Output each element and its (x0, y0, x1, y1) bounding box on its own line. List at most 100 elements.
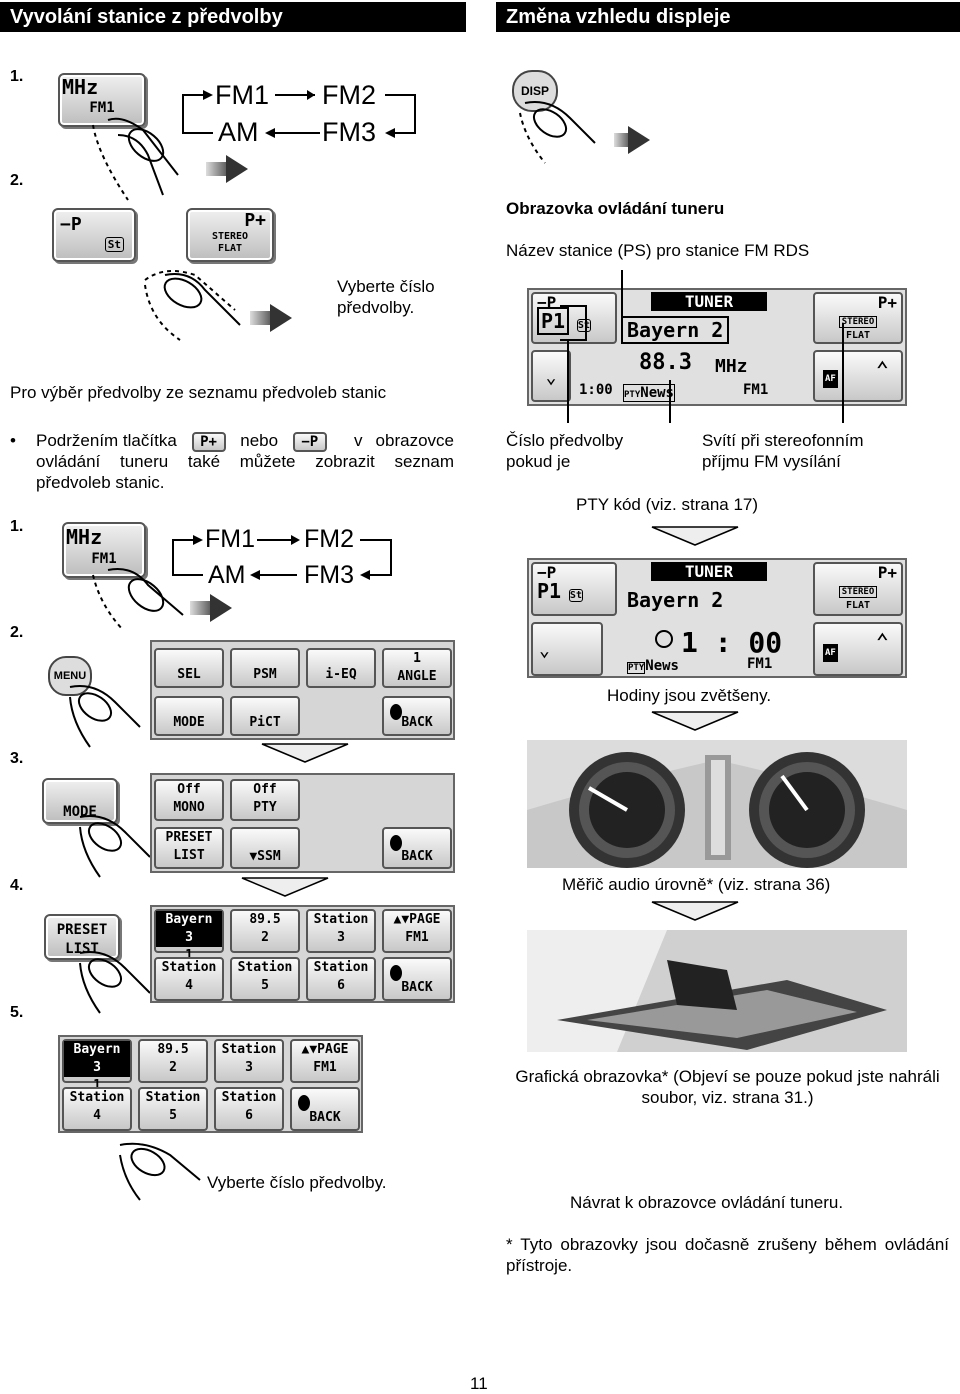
disp-button[interactable]: DISP (512, 70, 558, 112)
finger-press-icon-4 (69, 685, 141, 748)
up-down-icon: ▲▼ (301, 1042, 318, 1057)
meter-label: Měřič audio úrovně* (viz. strana 36) (562, 875, 831, 894)
triangle-down-icon: ▼ (249, 849, 258, 864)
cycle-fm3: FM3 (322, 117, 376, 147)
step-arrow-head (210, 594, 232, 622)
seek-down-key[interactable]: ⌄ (531, 350, 571, 402)
minus-p-key[interactable]: −P P1 St (531, 292, 617, 344)
select-preset-note: Vyberte číslo předvolby. (337, 277, 435, 317)
step-arrow (190, 601, 212, 615)
preset-number-label: Číslo předvolby pokud je (506, 431, 624, 471)
plus-p-button[interactable]: P+ STEREO FLAT (186, 208, 274, 262)
back-button-list[interactable]: BACK (382, 957, 452, 1001)
seek-up-key[interactable]: AF ⌃ (813, 350, 903, 402)
down-arrow (651, 711, 739, 731)
minus-p-icon: −P (292, 432, 327, 452)
st-indicator: St (104, 237, 124, 252)
step-arrow (614, 133, 630, 147)
step-arrow (250, 311, 272, 325)
ps-label: Název stanice (PS) pro stanice FM RDS (506, 241, 810, 260)
bullet-text: •Podržením tlačítka P+ nebo −P (10, 430, 453, 452)
flat-indicator: FLAT (217, 243, 243, 254)
knob-icon (390, 704, 402, 720)
down-arrow (651, 901, 739, 921)
mode-button-menu[interactable]: MODE (154, 696, 224, 736)
clock-icon (655, 630, 673, 648)
finger-press-icon-8 (519, 101, 596, 164)
graphic-label: Grafická obrazovka* (Objeví se pouze pok… (515, 1067, 940, 1107)
step-arrow-head (226, 155, 248, 183)
cycle2-am: AM (208, 561, 246, 589)
band-button[interactable]: MHz FM1 (58, 73, 146, 127)
back-button-mode[interactable]: BACK (382, 827, 452, 869)
cycle2-arrows (172, 535, 392, 580)
tuner-title-2: TUNER Bayern 2 (621, 562, 803, 616)
plus-p-key-2[interactable]: P+ STEREO FLAT (813, 562, 903, 616)
graphic-screen-image (527, 930, 907, 1052)
seek-up-key-2[interactable]: AF ⌃ (813, 622, 903, 676)
band-button-2[interactable]: MHz FM1 (62, 522, 146, 578)
callout-lines (560, 270, 844, 423)
level-meter-graphic (527, 740, 907, 868)
step-3-label: 3. (10, 750, 24, 767)
finger-press-icon-7 (119, 1142, 201, 1201)
list-heading: Pro výběr předvolby ze seznamu předvoleb… (10, 383, 387, 402)
menu-button[interactable]: MENU (48, 656, 92, 696)
psm-button[interactable]: PSM (230, 648, 300, 688)
back-button-menu[interactable]: BACK (382, 696, 452, 736)
finger-press-icon-5 (79, 815, 151, 878)
step-2-label: 2. (10, 172, 24, 189)
angle-button[interactable]: 1 ANGLE (382, 648, 452, 688)
step-1b-label: 1. (10, 518, 24, 535)
down-arrow (261, 743, 349, 763)
band-button-fm1: FM1 (89, 100, 115, 116)
minus-p-key-2[interactable]: −P P1 St (531, 562, 617, 616)
cycle2-fm3: FM3 (304, 561, 354, 589)
pty-code-label: PTY kód (viz. strana 17) (576, 495, 759, 514)
minus-p-label: −P (60, 214, 82, 235)
ieq-button[interactable]: i-EQ (306, 648, 376, 688)
ssm-button[interactable]: ▼SSM (230, 827, 300, 869)
cycle-fm1: FM1 (215, 80, 269, 110)
mode-button[interactable]: MODE (42, 778, 118, 824)
step-2b-label: 2. (10, 624, 24, 641)
finger-press-icon (92, 117, 179, 201)
finger-press-icon-6 (79, 951, 151, 1014)
plus-p-key[interactable]: P+ STEREO FLAT (813, 292, 903, 344)
plus-p-label: P+ (244, 210, 266, 231)
left-header: Vyvolání stanice z předvolby (0, 2, 466, 32)
down-arrow (651, 526, 739, 546)
pict-button[interactable]: PiCT (230, 696, 300, 736)
cycle2-fm1: FM1 (205, 525, 255, 553)
back-button-list-b[interactable]: BACK (290, 1087, 360, 1131)
sel-button[interactable]: SEL (154, 648, 224, 688)
clock-label: Hodiny jsou zvětšeny. (607, 686, 772, 705)
step-arrow-head (270, 304, 292, 332)
step-arrow-head (628, 126, 650, 154)
minus-p-button[interactable]: −P St (52, 208, 136, 262)
seek-down-key-2[interactable]: ⌄ (531, 622, 603, 676)
footnote: * Tyto obrazovky jsou dočasně zrušeny bě… (506, 1235, 949, 1275)
stereo-light-label: Svítí při stereofonním příjmu FM vysílán… (702, 431, 864, 471)
tuner-screen-2: −P P1 St TUNER Bayern 2 P+ STEREO FLAT ⌄… (527, 558, 907, 678)
knob-icon (298, 1095, 310, 1111)
